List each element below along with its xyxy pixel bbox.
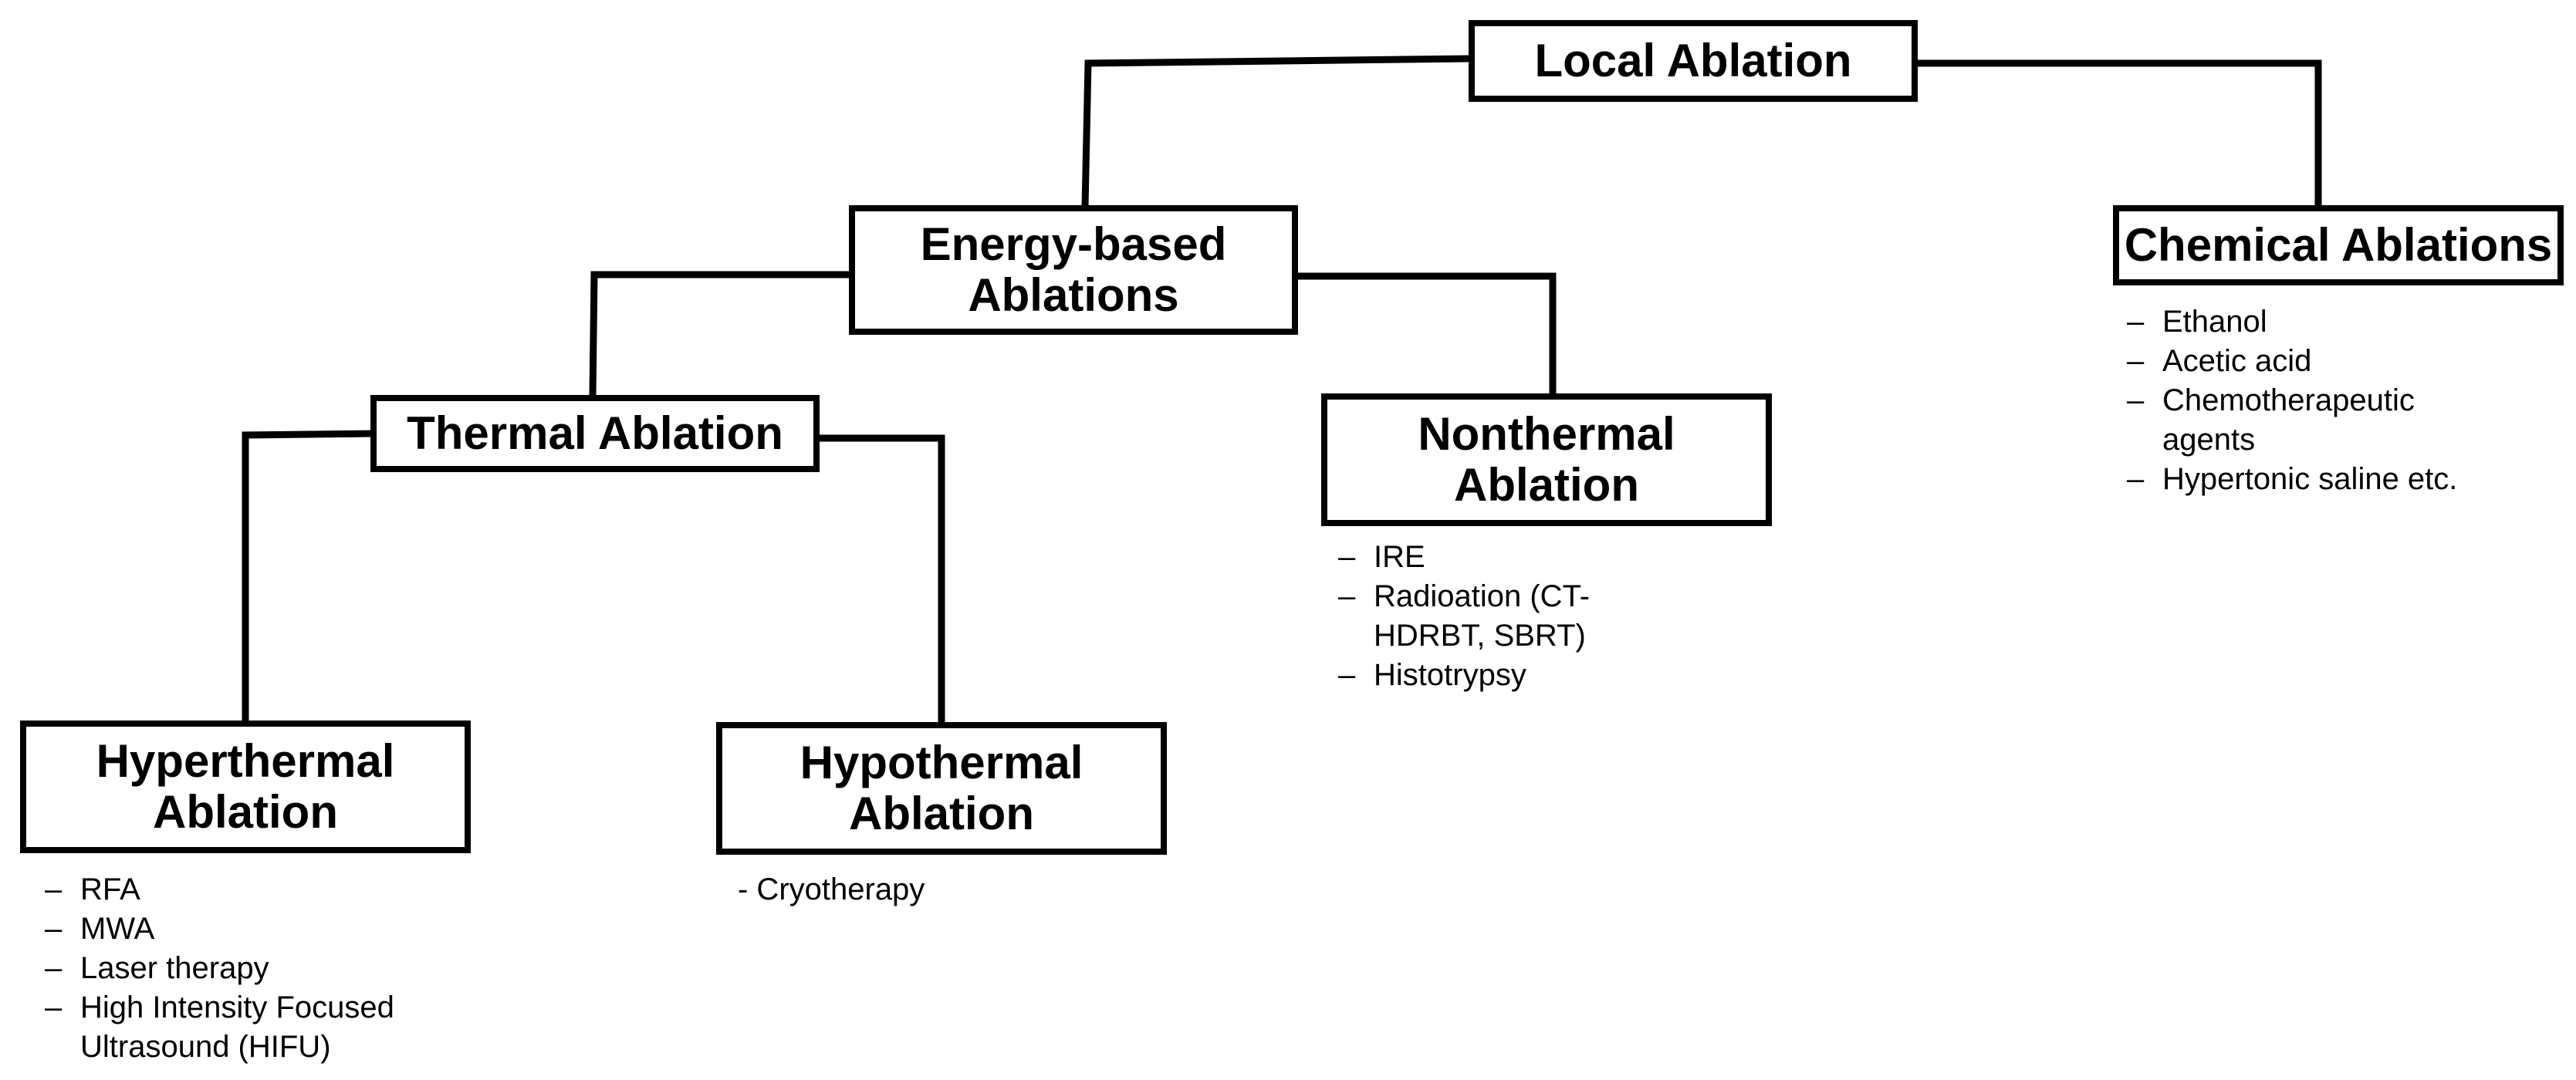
list-item: –Hypertonic saline etc. xyxy=(2127,462,2458,496)
list-item: –Chemotherapeutic xyxy=(2127,383,2415,417)
node-energy-based-ablations: Energy-based Ablations xyxy=(849,205,1298,335)
node-hyperthermal-label-line2: Ablation xyxy=(153,786,338,838)
node-thermal-label: Thermal Ablation xyxy=(407,407,783,459)
node-energy-label-line1: Energy-based xyxy=(920,218,1227,270)
connector-root-chemical xyxy=(1910,59,2322,211)
connector-energy-nonthermal xyxy=(1291,272,1557,399)
node-nonthermal-label-line2: Ablation xyxy=(1454,459,1639,511)
node-chemical-label: Chemical Ablations xyxy=(2124,219,2553,271)
list-item: –Radioation (CT- xyxy=(1338,579,1591,613)
list-item: –Histotrypsy xyxy=(1338,658,1526,692)
node-hyperthermal-label-line1: Hyperthermal xyxy=(96,735,395,787)
list-item: HDRBT, SBRT) xyxy=(1374,619,1586,653)
node-chemical-ablations: Chemical Ablations xyxy=(2113,205,2564,285)
node-hypothermal-label-line1: Hypothermal xyxy=(800,737,1083,788)
list-item: –RFA xyxy=(45,872,140,906)
node-nonthermal-label-line1: Nonthermal xyxy=(1418,408,1675,460)
node-thermal-ablation: Thermal Ablation xyxy=(370,395,820,472)
list-item: –Laser therapy xyxy=(45,951,269,985)
hypothermal-items-list: - Cryotherapy xyxy=(738,870,1139,910)
node-energy-label-line2: Ablations xyxy=(968,269,1179,321)
list-item: –Acetic acid xyxy=(2127,344,2312,378)
node-local-ablation-label: Local Ablation xyxy=(1534,35,1852,86)
connector-root-energy xyxy=(1081,55,1474,211)
list-item: –MWA xyxy=(45,912,155,946)
list-item: agents xyxy=(2162,423,2256,457)
hyperthermal-items-list: –RFA –MWA –Laser therapy –High Intensity… xyxy=(45,870,477,1067)
list-item: –Ethanol xyxy=(2127,305,2267,339)
node-hypothermal-label-line2: Ablation xyxy=(849,788,1034,839)
list-item: - Cryotherapy xyxy=(738,872,925,906)
nonthermal-items-list: –IRE –Radioation (CT- HDRBT, SBRT) –Hist… xyxy=(1338,538,1770,695)
node-local-ablation: Local Ablation xyxy=(1469,20,1918,102)
connector-thermal-hypothermal xyxy=(813,434,945,727)
list-item: –High Intensity Focused xyxy=(45,991,394,1024)
node-hyperthermal-ablation: Hyperthermal Ablation xyxy=(20,721,471,853)
node-nonthermal-ablation: Nonthermal Ablation xyxy=(1321,393,1772,526)
node-hypothermal-ablation: Hypothermal Ablation xyxy=(716,722,1167,855)
list-item: Ultrasound (HIFU) xyxy=(80,1030,331,1064)
connector-thermal-hyperthermal xyxy=(242,430,377,726)
chemical-items-list: –Ethanol –Acetic acid –Chemotherapeutic … xyxy=(2127,302,2559,499)
connector-energy-thermal xyxy=(589,271,854,399)
list-item: –IRE xyxy=(1338,540,1425,574)
